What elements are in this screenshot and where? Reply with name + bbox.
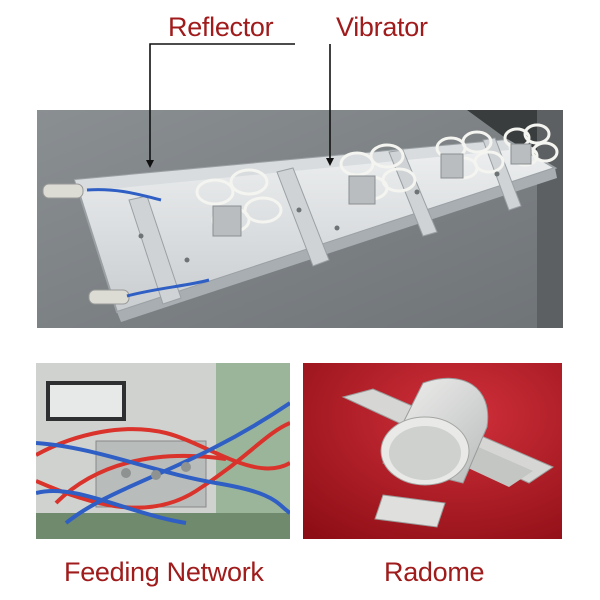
reflector-label: Reflector xyxy=(168,12,274,42)
radome-photo xyxy=(303,363,562,539)
feeding-network-label: Feeding Network xyxy=(64,557,264,587)
radome-label: Radome xyxy=(384,557,485,587)
vibrator-label: Vibrator xyxy=(336,12,428,42)
antenna-assembly-photo xyxy=(37,110,563,328)
feeding-network-photo xyxy=(36,363,290,539)
